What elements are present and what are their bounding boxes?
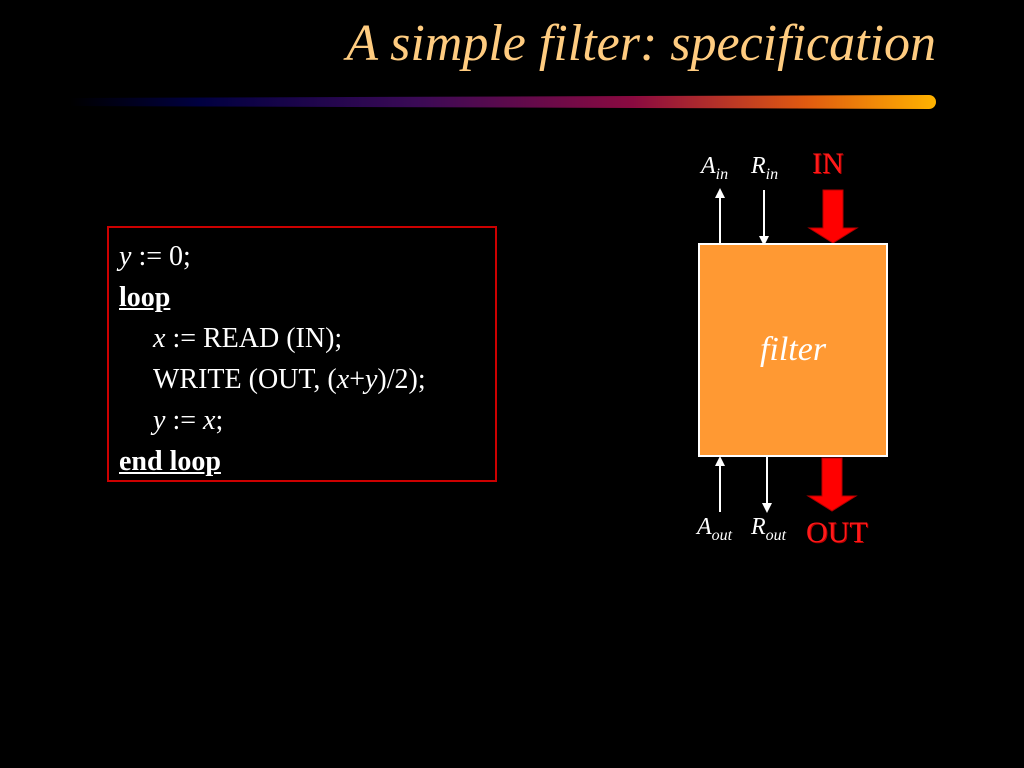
a-in-label: Ain <box>701 153 729 183</box>
out-port-arrow <box>806 457 858 512</box>
a-out-label: Aout <box>697 514 733 544</box>
r-out-label: Rout <box>751 514 787 544</box>
code-line-4: WRITE (OUT, (x+y)/2); <box>153 364 426 395</box>
filter-block-label: filter <box>759 331 827 368</box>
r-in-label: Rin <box>751 153 779 183</box>
filter-block: filter <box>698 243 888 457</box>
code-line-1: y := 0; <box>119 241 191 272</box>
code-line-5: y := x; <box>153 405 224 436</box>
in-port-arrow <box>807 189 859 244</box>
in-port-label: IN <box>812 147 844 180</box>
title-gradient-bar <box>70 95 936 109</box>
code-line-6: end loop <box>119 446 221 477</box>
code-line-3: x := READ (IN); <box>153 323 343 354</box>
slide-title: A simple filter: specification <box>346 15 936 72</box>
code-listing: y := 0; loop x := READ (IN); WRITE (OUT,… <box>107 226 497 482</box>
out-port-label: OUT <box>806 516 868 549</box>
code-line-2: loop <box>119 282 171 313</box>
